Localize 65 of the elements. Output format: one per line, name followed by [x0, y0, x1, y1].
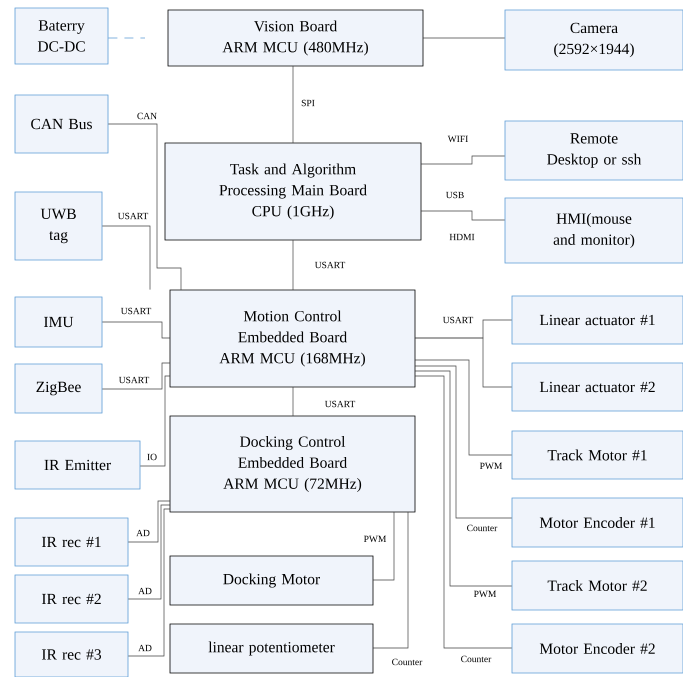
edge-label: IO — [146, 452, 158, 462]
module-box: Remote Desktop or ssh — [504, 120, 683, 180]
module-box: HMI(mouse and monitor) — [504, 198, 683, 264]
connector-line — [421, 210, 505, 220]
connector-line — [373, 512, 408, 648]
connector-line — [415, 338, 512, 388]
edge-label: Counter — [390, 658, 424, 666]
edge-label: SPI — [300, 98, 316, 108]
board-box: Task and Algorithm Processing Main Board CPU (1GHz) — [164, 142, 422, 240]
connector-line — [128, 508, 170, 656]
connector-line — [421, 156, 505, 164]
edge-label: AD — [137, 644, 153, 652]
edge-label: Counter — [466, 524, 498, 532]
module-box: Track Motor #1 — [512, 430, 683, 480]
connector-line — [102, 362, 170, 390]
connector-line — [140, 376, 170, 466]
connector-line — [373, 512, 394, 580]
module-box: IR Emitter — [14, 440, 140, 490]
edge-label: USART — [120, 306, 152, 316]
module-box: IR rec #3 — [14, 632, 128, 677]
edge-label: USART — [324, 400, 356, 408]
module-box: UWB tag — [14, 192, 102, 260]
module-box: CAN Bus — [14, 94, 108, 154]
connector-line — [415, 360, 512, 456]
edge-label: PWM — [478, 462, 504, 470]
connector-line — [415, 366, 512, 518]
module-box: IR rec #2 — [14, 574, 128, 624]
connector-line — [292, 387, 294, 416]
board-box: Vision Board ARM MCU (480MHz) — [168, 10, 424, 66]
edge-label: USART — [116, 212, 150, 220]
edge-label: Counter — [460, 654, 492, 664]
connector-line — [292, 240, 294, 290]
connector-line — [415, 376, 512, 648]
board-box: Motion Control Embedded Board ARM MCU (168MHz) — [170, 290, 416, 388]
edge-label: USART — [314, 260, 346, 270]
edge-label: CAN — [136, 112, 158, 120]
edge-label: AD — [135, 528, 151, 538]
edge-label: PWM — [472, 590, 498, 598]
module-box: Linear actuator #2 — [512, 362, 683, 412]
edge-label: AD — [137, 586, 153, 596]
edge-label: USART — [118, 376, 150, 384]
connector-line — [128, 500, 170, 542]
module-box: IMU — [14, 296, 102, 348]
board-box: linear potentiometer — [170, 624, 374, 674]
edge-label: USB — [444, 190, 466, 200]
module-box: ZigBee — [14, 364, 102, 414]
board-box: Docking Control Embedded Board ARM MCU (72MHz) — [170, 416, 416, 512]
connector-line — [128, 504, 170, 600]
module-box: IR rec #1 — [14, 518, 128, 566]
connector-line — [415, 370, 512, 586]
module-box: Camera (2592×1944) — [504, 10, 683, 70]
module-box: Motor Encoder #1 — [512, 498, 683, 548]
module-box: Track Motor #2 — [512, 560, 683, 610]
board-box: Docking Motor — [170, 556, 374, 606]
edge-label: USART — [442, 316, 474, 324]
module-box: Linear actuator #1 — [512, 296, 683, 344]
connector-line — [102, 226, 150, 290]
connector-line — [102, 322, 170, 338]
edge-label: WIFI — [446, 134, 470, 144]
module-box: Baterry DC-DC — [14, 8, 108, 64]
port-label: HDMI — [448, 232, 476, 242]
edge-label: PWM — [362, 534, 388, 544]
module-box: Motor Encoder #2 — [512, 624, 683, 674]
connector-line — [108, 124, 182, 290]
connector-line — [292, 66, 294, 143]
